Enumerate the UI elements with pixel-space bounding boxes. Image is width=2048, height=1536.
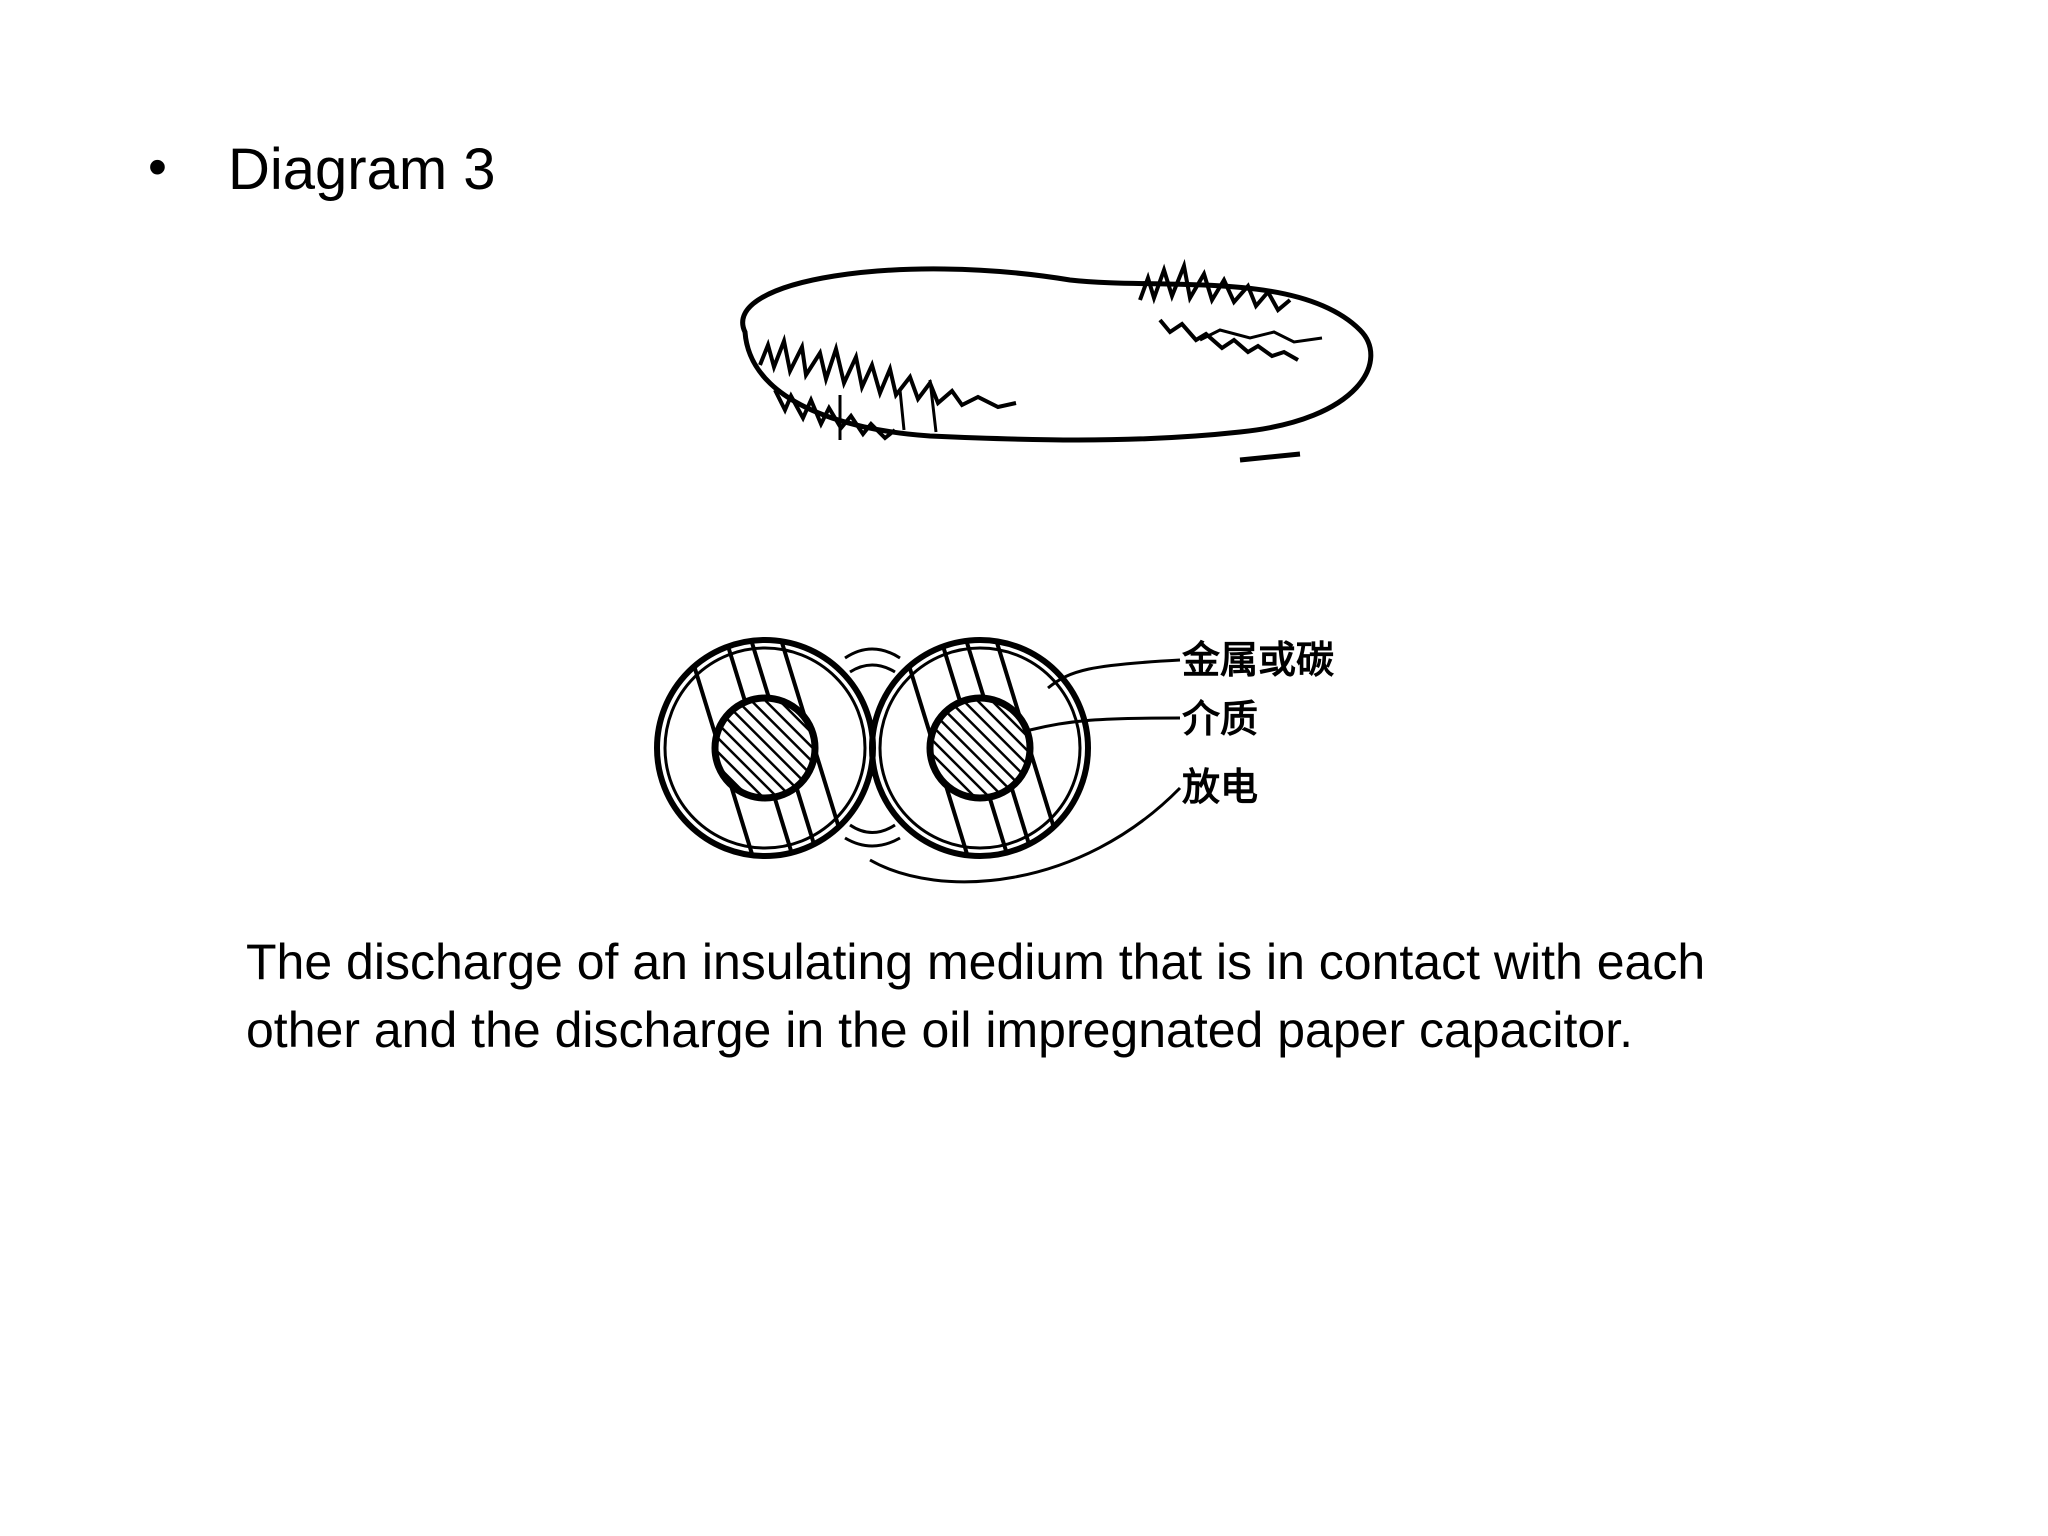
bullet-icon: • bbox=[148, 137, 167, 197]
discharge-arcs bbox=[844, 647, 901, 848]
capacitor-cross-section-right bbox=[869, 637, 1091, 859]
label-metal-or-carbon: 金属或碳 bbox=[1181, 638, 1335, 682]
label-leaders bbox=[869, 658, 1182, 884]
insulating-medium-ellipse bbox=[740, 258, 1374, 463]
capacitor-cross-section-left bbox=[654, 637, 876, 859]
bullet-item: • Diagram 3 bbox=[148, 120, 496, 220]
label-discharge: 放电 bbox=[1182, 765, 1258, 809]
discharge-diagram: 金属或碳 介质 放电 bbox=[600, 240, 1460, 920]
caption-text: The discharge of an insulating medium th… bbox=[246, 934, 1706, 1058]
label-dielectric: 介质 bbox=[1182, 697, 1258, 741]
discharge-diagram-svg: 金属或碳 介质 放电 bbox=[654, 258, 1374, 884]
slide-title: Diagram 3 bbox=[228, 137, 496, 202]
